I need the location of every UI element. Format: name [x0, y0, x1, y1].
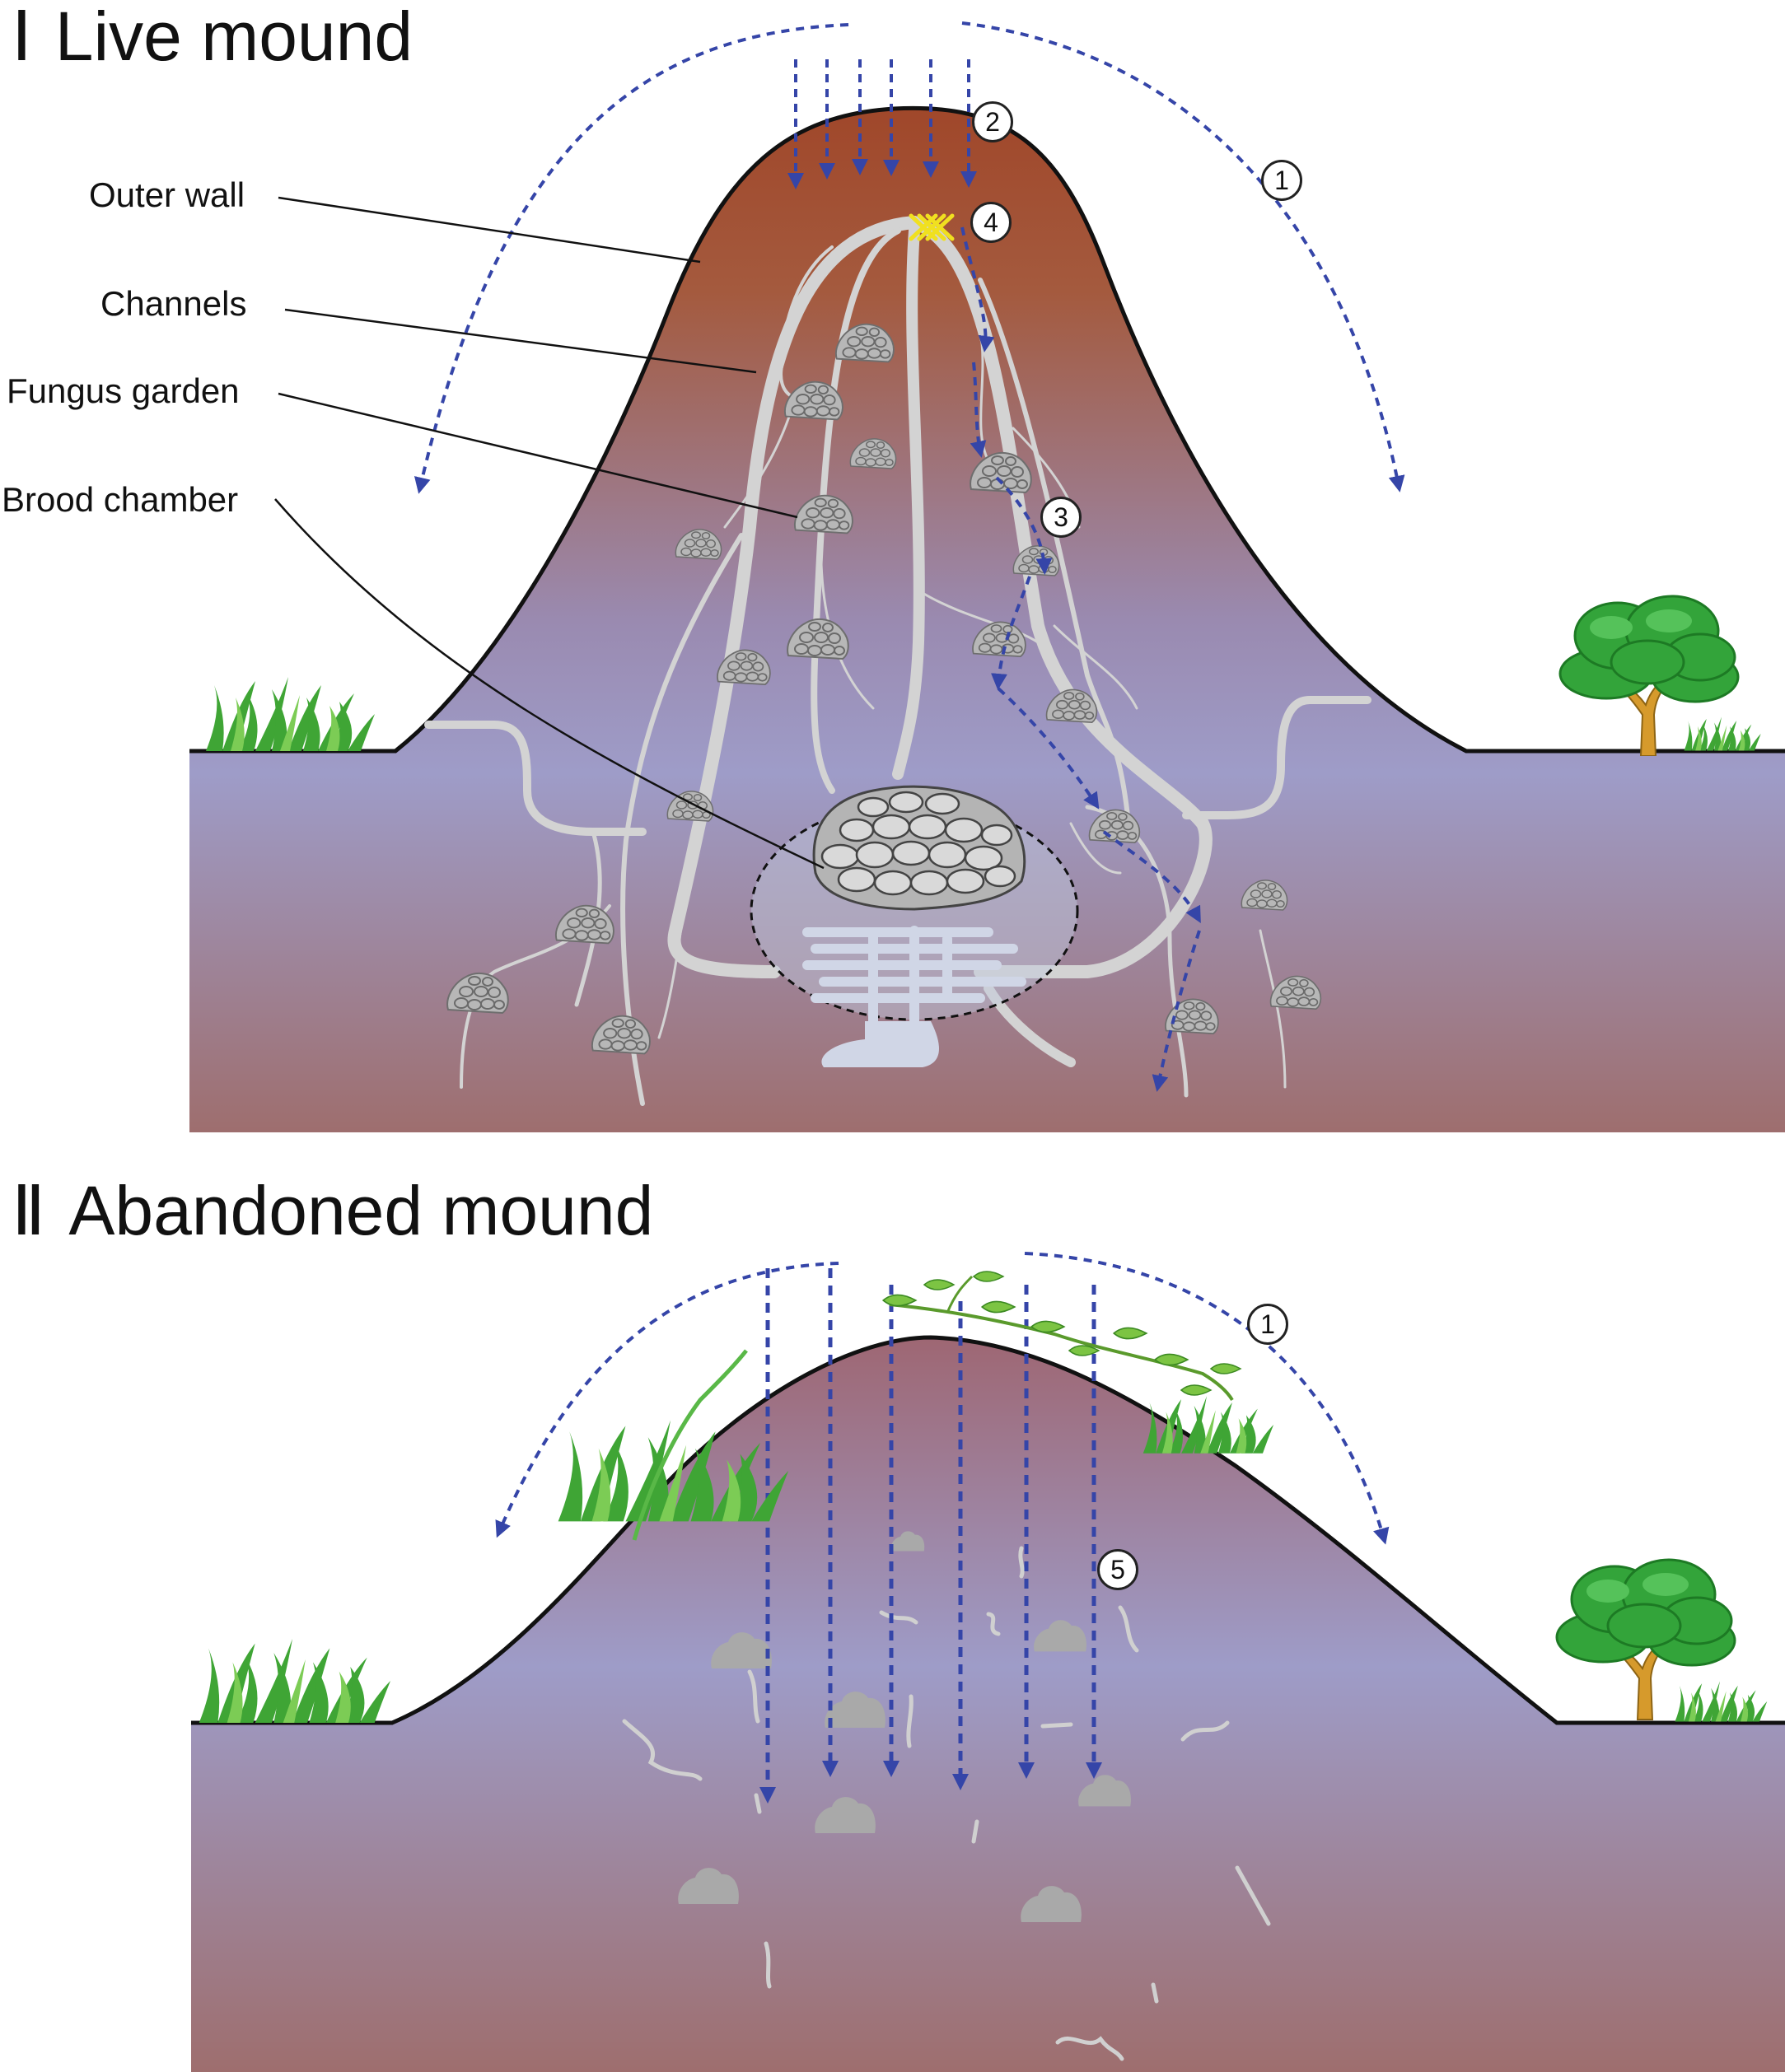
grass-clump [1675, 1681, 1768, 1722]
water-infiltration-arrows [759, 1268, 1102, 1804]
grass-clump [206, 677, 375, 751]
tree [1555, 1558, 1736, 1721]
marker-1: 1 [1247, 1304, 1288, 1345]
abandoned-mound-panel [191, 1252, 1785, 2072]
panel-numeral: Ⅰ [12, 0, 32, 76]
panel-title-text: Live mound [54, 0, 414, 75]
panel-title-text: Abandoned mound [68, 1172, 654, 1249]
tree [1558, 595, 1740, 756]
channels-network [424, 216, 1371, 1106]
label-outer-wall: Outer wall [89, 175, 245, 214]
marker-3: 3 [1040, 497, 1082, 538]
marker-5: 5 [1097, 1549, 1138, 1590]
label-brood-chamber: Brood chamber [2, 480, 239, 519]
abandoned-mound-outline [191, 1335, 1785, 1725]
marker-1: 1 [1261, 160, 1302, 201]
runoff-arrows [495, 1252, 1390, 1545]
live-mound-outline [189, 105, 1785, 754]
brood-comb [812, 785, 1026, 911]
crossing-mark [909, 213, 955, 241]
live-mound-panel [189, 21, 1785, 1133]
grass-clump [1684, 716, 1761, 751]
panel-numeral: Ⅱ [12, 1174, 46, 1250]
label-channels: Channels [100, 284, 247, 323]
air-flow-arrows [414, 21, 1405, 1092]
vine [882, 1271, 1241, 1402]
fern [632, 1349, 748, 1541]
label-leader-lines [274, 196, 825, 870]
grass-clump [199, 1639, 390, 1723]
label-fungus-garden: Fungus garden [7, 371, 240, 410]
marker-4: 4 [970, 202, 1012, 243]
brood-chamber [750, 785, 1079, 1067]
marker-2: 2 [972, 101, 1013, 142]
abandoned-mound-soil [191, 1337, 1785, 2072]
debris-fragments [622, 1546, 1271, 2061]
